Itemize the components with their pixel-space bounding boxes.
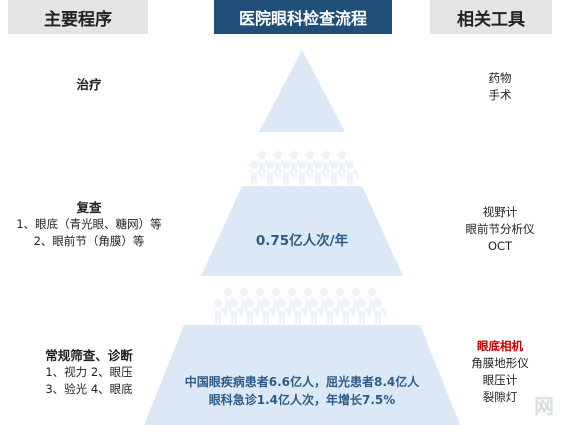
tool-item: 眼前节分析仪	[465, 222, 535, 236]
tools-recheck: 视野计 眼前节分析仪 OCT	[440, 204, 560, 255]
procedure-title: 治疗	[76, 77, 102, 92]
procedure-treatment: 治疗	[0, 76, 178, 93]
tool-item: 眼压计	[482, 373, 518, 387]
procedure-item: 1、视力 2、眼压	[45, 365, 133, 379]
procedure-item: 1、眼底（青光眼、糖网）等	[16, 217, 162, 231]
tool-item: 裂隙灯	[482, 390, 518, 404]
tool-item-highlight: 眼底相机	[477, 339, 523, 353]
pyramid-tier-bottom	[144, 325, 460, 425]
tool-item: 手术	[488, 88, 512, 102]
tier-bottom-stats: 中国眼疾病患者6.6亿人，屈光患者8.4亿人 眼科急诊1.4亿人次，年增长7.5…	[150, 373, 454, 409]
tool-item: 视野计	[482, 205, 518, 219]
tier-middle-stat: 0.75亿人次/年	[255, 233, 349, 249]
tools-screening: 眼底相机 角膜地形仪 眼压计 裂隙灯	[440, 338, 560, 406]
procedure-screening: 常规筛查、诊断 1、视力 2、眼压 3、验光 4、眼底	[0, 347, 178, 398]
person-icon	[211, 299, 227, 325]
procedure-title: 复查	[76, 200, 102, 215]
tool-item: 角膜地形仪	[471, 356, 529, 370]
stat-line: 眼科急诊1.4亿人次，年增长7.5%	[208, 393, 396, 407]
watermark: 网	[534, 394, 555, 418]
header-related-tools: 相关工具	[430, 0, 552, 34]
procedure-recheck: 复查 1、眼底（青光眼、糖网）等 2、眼前节（角膜）等	[0, 199, 178, 250]
pyramid-tier-middle	[201, 186, 403, 276]
tool-item: 药物	[488, 71, 512, 85]
tool-item: OCT	[487, 239, 513, 253]
header-title: 医院眼科检查流程	[214, 0, 392, 34]
procedure-title: 常规筛查、诊断	[45, 348, 133, 363]
stat-line: 中国眼疾病患者6.6亿人，屈光患者8.4亿人	[184, 375, 420, 389]
pyramid-tier-top	[259, 50, 345, 132]
header-main-procedures: 主要程序	[8, 0, 148, 34]
procedure-item: 2、眼前节（角膜）等	[33, 234, 145, 248]
person-icon	[343, 161, 359, 187]
tools-treatment: 药物 手术	[440, 70, 560, 104]
procedure-item: 3、验光 4、眼底	[45, 382, 133, 396]
